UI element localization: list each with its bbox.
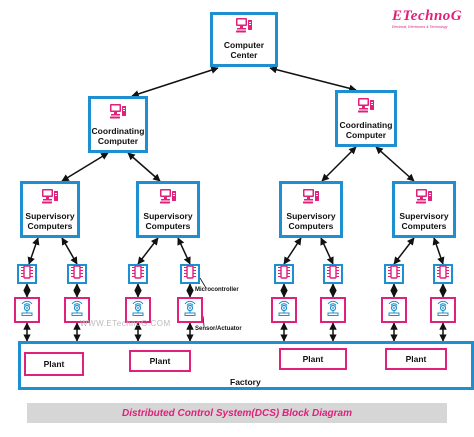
bidirectional-arrow [61,152,109,182]
bidirectional-arrow [27,237,40,265]
microcontroller-6 [323,264,343,284]
microcontroller-5 [274,264,294,284]
sensor-icon [385,299,403,322]
factory-label: Factory [230,377,261,387]
bidirectional-arrow [137,237,159,265]
computer-center-label: Computer Center [223,39,265,60]
microcontroller-2 [67,264,87,284]
computer-icon [235,17,253,38]
supervisory-label: Supervisory Computers [143,210,193,231]
sensor-actuator-label: Sensor/Actuator [195,326,242,332]
brand-tagline: Electrical, Electronics & Technology [392,25,448,29]
microcontroller-7 [384,264,404,284]
brand-logo: ETechnoG Electrical, Electronics & Techn… [392,8,470,29]
sensor-icon [18,299,36,322]
plant-1: Plant [24,352,84,376]
supervisory-computer-3: Supervisory Computers [279,181,343,238]
sensor-icon [434,299,452,322]
computer-icon [415,188,433,209]
supervisory-label: Supervisory Computers [286,210,336,231]
brand-name: ETechnoG [392,8,463,24]
diagram-caption: Distributed Control System(DCS) Block Di… [121,407,353,419]
bidirectional-arrow [393,237,415,265]
label-pointer [199,277,207,289]
sensor-actuator-4 [177,297,203,323]
computer-icon [41,188,59,209]
sensor-icon [68,299,86,322]
caption-bar: Distributed Control System(DCS) Block Di… [27,403,447,423]
sensor-actuator-8 [430,297,456,323]
supervisory-computer-2: Supervisory Computers [136,181,200,238]
bidirectional-arrow [321,146,357,182]
sensor-icon [129,299,147,322]
plant-4: Plant [385,348,447,370]
bidirectional-arrow [269,66,357,92]
watermark: WWW.ETechnoG.COM [80,319,171,328]
microcontroller-8 [433,264,453,284]
sensor-actuator-2 [64,297,90,323]
coordinating-computer-left: Coordinating Computer [88,96,148,153]
microcontroller-1 [17,264,37,284]
bidirectional-arrow [432,237,445,265]
coordinating-computer-right: Coordinating Computer [335,90,397,147]
sensor-actuator-7 [381,297,407,323]
bidirectional-arrow [131,66,219,98]
bidirectional-arrow [283,237,302,265]
supervisory-label: Supervisory Computers [399,210,449,231]
chip-icon [388,264,400,284]
sensor-icon [324,299,342,322]
sensor-actuator-6 [320,297,346,323]
bidirectional-arrow [61,237,78,265]
chip-icon [132,264,144,284]
computer-icon [109,103,127,124]
bidirectional-arrow [320,237,334,265]
sensor-icon [275,299,293,322]
microcontroller-label: Microcontroller [195,287,239,293]
microcontroller-4 [180,264,200,284]
sensor-icon [181,299,199,322]
chip-icon [437,264,449,284]
chip-icon [327,264,339,284]
bidirectional-arrow [127,152,161,182]
bidirectional-arrow [177,237,191,265]
chip-icon [184,264,196,284]
sensor-actuator-1 [14,297,40,323]
supervisory-computer-1: Supervisory Computers [20,181,80,238]
supervisory-label: Supervisory Computers [25,210,75,231]
bidirectional-arrow [375,146,415,182]
computer-icon [159,188,177,209]
computer-icon [302,188,320,209]
plant-3: Plant [279,348,347,370]
computer-icon [357,97,375,118]
supervisory-computer-4: Supervisory Computers [392,181,456,238]
plant-2: Plant [129,350,191,372]
computer-center-node: Computer Center [210,12,278,67]
microcontroller-3 [128,264,148,284]
chip-icon [278,264,290,284]
chip-icon [71,264,83,284]
sensor-actuator-3 [125,297,151,323]
coordinating-right-label: Coordinating Computer [339,119,393,140]
coordinating-left-label: Coordinating Computer [91,125,145,146]
sensor-actuator-5 [271,297,297,323]
label-pointer [202,315,205,327]
chip-icon [21,264,33,284]
